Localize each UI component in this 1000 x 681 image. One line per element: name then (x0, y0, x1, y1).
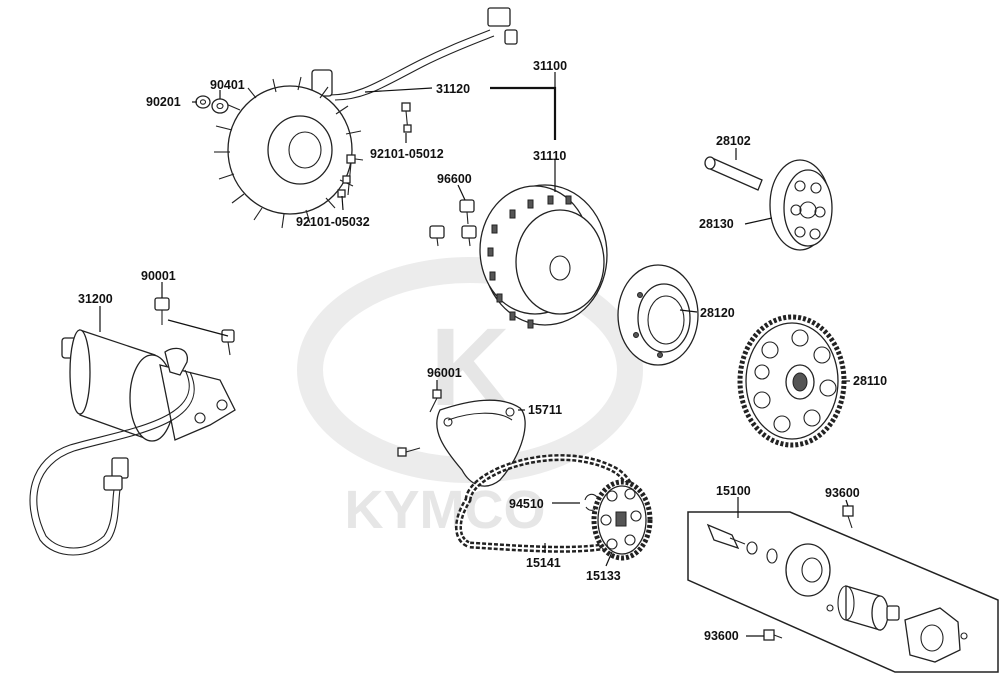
label-96600: 96600 (437, 172, 472, 186)
label-15133: 15133 (586, 569, 621, 583)
idle-gear-pin-part (704, 156, 763, 191)
label-92101-05032: 92101-05032 (296, 215, 370, 229)
label-94510: 94510 (509, 497, 544, 511)
label-31120: 31120 (436, 82, 470, 96)
flywheel-bolts (429, 199, 477, 247)
stator-coil-part (214, 7, 518, 229)
part-number-labels: 31100 31120 31110 90401 90201 92101-0501… (78, 59, 887, 643)
label-31200: 31200 (78, 292, 113, 306)
starter-clutch-part (617, 264, 699, 366)
label-93600-bottom: 93600 (704, 629, 739, 643)
label-31100: 31100 (533, 59, 567, 73)
chain-guide-part (397, 389, 526, 487)
label-93600-top: 93600 (825, 486, 860, 500)
drive-sprocket-part (591, 479, 653, 561)
stator-bolts (337, 102, 412, 198)
label-15141: 15141 (526, 556, 561, 570)
label-28120: 28120 (700, 306, 735, 320)
label-90401: 90401 (210, 78, 245, 92)
starter-motor-part (29, 329, 236, 556)
label-92101-05012: 92101-05012 (370, 147, 444, 161)
label-28110: 28110 (853, 374, 887, 388)
label-90001: 90001 (141, 269, 176, 283)
label-31110: 31110 (533, 149, 566, 163)
label-15100: 15100 (716, 484, 751, 498)
nut-washer-parts (195, 95, 229, 114)
flywheel-rotor-part (479, 184, 608, 329)
idle-gear-part (769, 159, 833, 251)
label-96001: 96001 (427, 366, 462, 380)
label-15711: 15711 (528, 403, 562, 417)
label-28130: 28130 (699, 217, 734, 231)
starter-driven-gear-part (737, 314, 847, 448)
watermark-brand-text: KYMCO (345, 480, 546, 540)
label-28102: 28102 (716, 134, 751, 148)
label-90201: 90201 (146, 95, 181, 109)
oil-pump-assembly-panel (687, 511, 999, 673)
leader-lines (99, 72, 850, 637)
